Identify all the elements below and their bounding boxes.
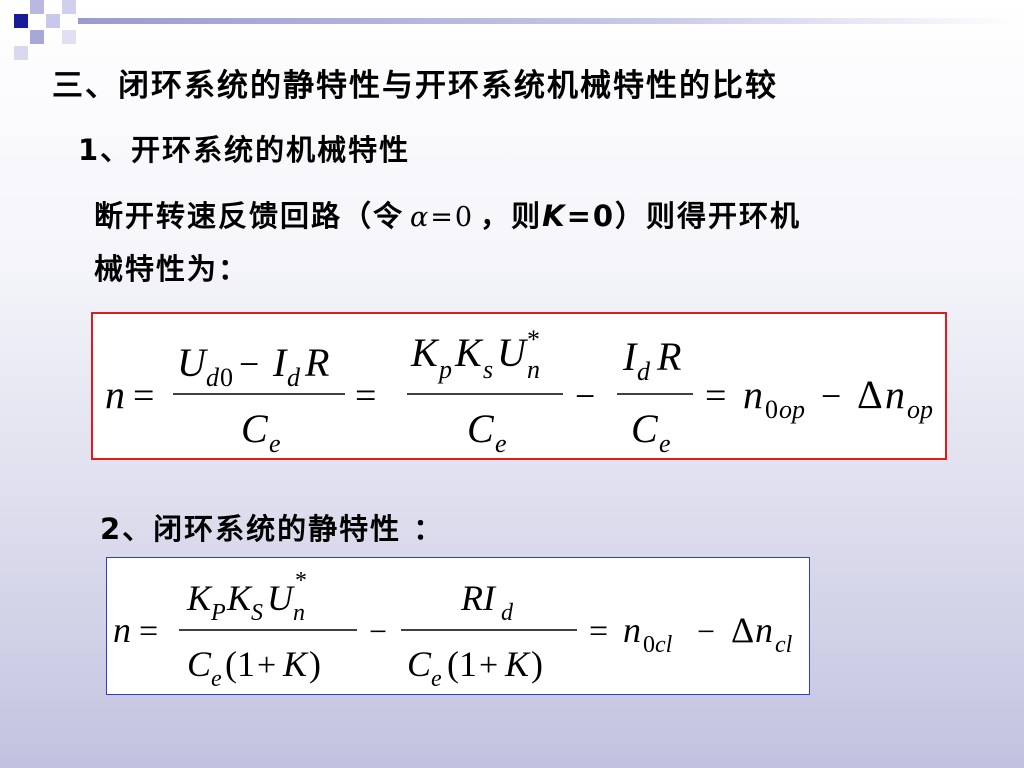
svg-text:K: K <box>226 578 253 618</box>
svg-text:=: = <box>589 613 608 650</box>
alpha-symbol: α=0 <box>410 202 475 233</box>
svg-text:Δ: Δ <box>857 372 883 417</box>
svg-text:K: K <box>282 644 309 684</box>
svg-text:−: − <box>239 344 259 384</box>
svg-text:op: op <box>907 395 933 424</box>
svg-text:−: − <box>575 376 595 416</box>
svg-text:R: R <box>304 340 329 385</box>
svg-text:d: d <box>637 357 651 386</box>
svg-text:K: K <box>410 330 440 375</box>
svg-text:op: op <box>779 395 805 424</box>
svg-text:=: = <box>355 375 376 417</box>
svg-text:s: s <box>483 355 493 384</box>
svg-text:d: d <box>206 363 220 392</box>
svg-text:e: e <box>659 429 671 458</box>
svg-text:cl: cl <box>775 632 793 658</box>
svg-text:K: K <box>454 330 484 375</box>
svg-text:P: P <box>210 600 226 626</box>
svg-text:=: = <box>705 375 726 417</box>
svg-text:=: = <box>139 613 158 650</box>
open-loop-formula-box: n = U d 0 − I d R C e = K p K s U n * C … <box>91 312 947 460</box>
para-part1: 断开转速反馈回路（令 <box>94 199 405 233</box>
svg-text:R: R <box>656 334 681 379</box>
svg-text:(1: (1 <box>447 644 477 684</box>
svg-text:0: 0 <box>765 395 778 424</box>
section1-paragraph-line2: 械特性为： <box>94 252 250 286</box>
svg-text:U: U <box>177 340 209 385</box>
section2-title: 2、闭环系统的静特性 ： <box>100 512 445 546</box>
svg-text:−: − <box>369 613 387 649</box>
svg-text:I: I <box>272 340 288 385</box>
svg-text:U: U <box>497 330 529 375</box>
svg-text:I: I <box>622 334 638 379</box>
svg-text:p: p <box>437 355 452 384</box>
svg-text:0: 0 <box>220 363 233 392</box>
svg-text:(1: (1 <box>225 644 255 684</box>
svg-text:n: n <box>743 372 763 417</box>
closed-loop-formula-box: n = K P K S U n * C e (1 + K ) − RI d C … <box>106 557 810 695</box>
svg-text:e: e <box>269 429 281 458</box>
svg-text:e: e <box>211 666 222 692</box>
section1-title: 1、开环系统的机械特性 <box>78 133 411 167</box>
open-loop-formula: n = U d 0 − I d R C e = K p K s U n * C … <box>105 325 933 458</box>
svg-text:): ) <box>531 644 543 684</box>
svg-text:C: C <box>187 644 212 684</box>
svg-text:*: * <box>527 325 540 354</box>
svg-text:n: n <box>105 372 125 417</box>
svg-text:n: n <box>293 600 305 626</box>
svg-text:=: = <box>133 375 154 417</box>
svg-text:Δ: Δ <box>731 610 754 650</box>
slide-heading: 三、闭环系统的静特性与开环系统机械特性的比较 <box>52 68 778 104</box>
svg-text:−: − <box>821 376 841 416</box>
svg-text:d: d <box>287 363 301 392</box>
svg-text:0: 0 <box>643 632 655 658</box>
svg-text:C: C <box>467 406 495 451</box>
para-part2: ，则 <box>480 199 543 233</box>
svg-text:RI: RI <box>460 578 497 618</box>
top-rule <box>78 18 1024 24</box>
svg-text:+: + <box>257 647 276 684</box>
svg-text:U: U <box>267 578 295 618</box>
svg-text:C: C <box>241 406 269 451</box>
svg-text:+: + <box>479 647 498 684</box>
k-letter: K <box>542 199 567 233</box>
closed-loop-formula: n = K P K S U n * C e (1 + K ) − RI d C … <box>113 568 793 692</box>
svg-text:e: e <box>431 666 442 692</box>
svg-text:n: n <box>755 610 773 650</box>
svg-text:n: n <box>113 610 131 650</box>
svg-text:n: n <box>623 610 641 650</box>
svg-text:cl: cl <box>655 632 673 658</box>
svg-text:C: C <box>407 644 432 684</box>
svg-text:K: K <box>186 578 213 618</box>
svg-text:e: e <box>495 429 507 458</box>
svg-text:−: − <box>697 613 715 649</box>
svg-text:*: * <box>295 568 307 594</box>
svg-text:): ) <box>309 644 321 684</box>
corner-decoration <box>0 0 90 60</box>
svg-text:C: C <box>631 406 659 451</box>
svg-text:d: d <box>501 600 514 626</box>
svg-text:n: n <box>527 355 540 384</box>
svg-text:K: K <box>504 644 531 684</box>
svg-text:S: S <box>251 600 263 626</box>
k-eq: =0）则得开环机 <box>566 199 802 233</box>
svg-text:n: n <box>885 372 905 417</box>
